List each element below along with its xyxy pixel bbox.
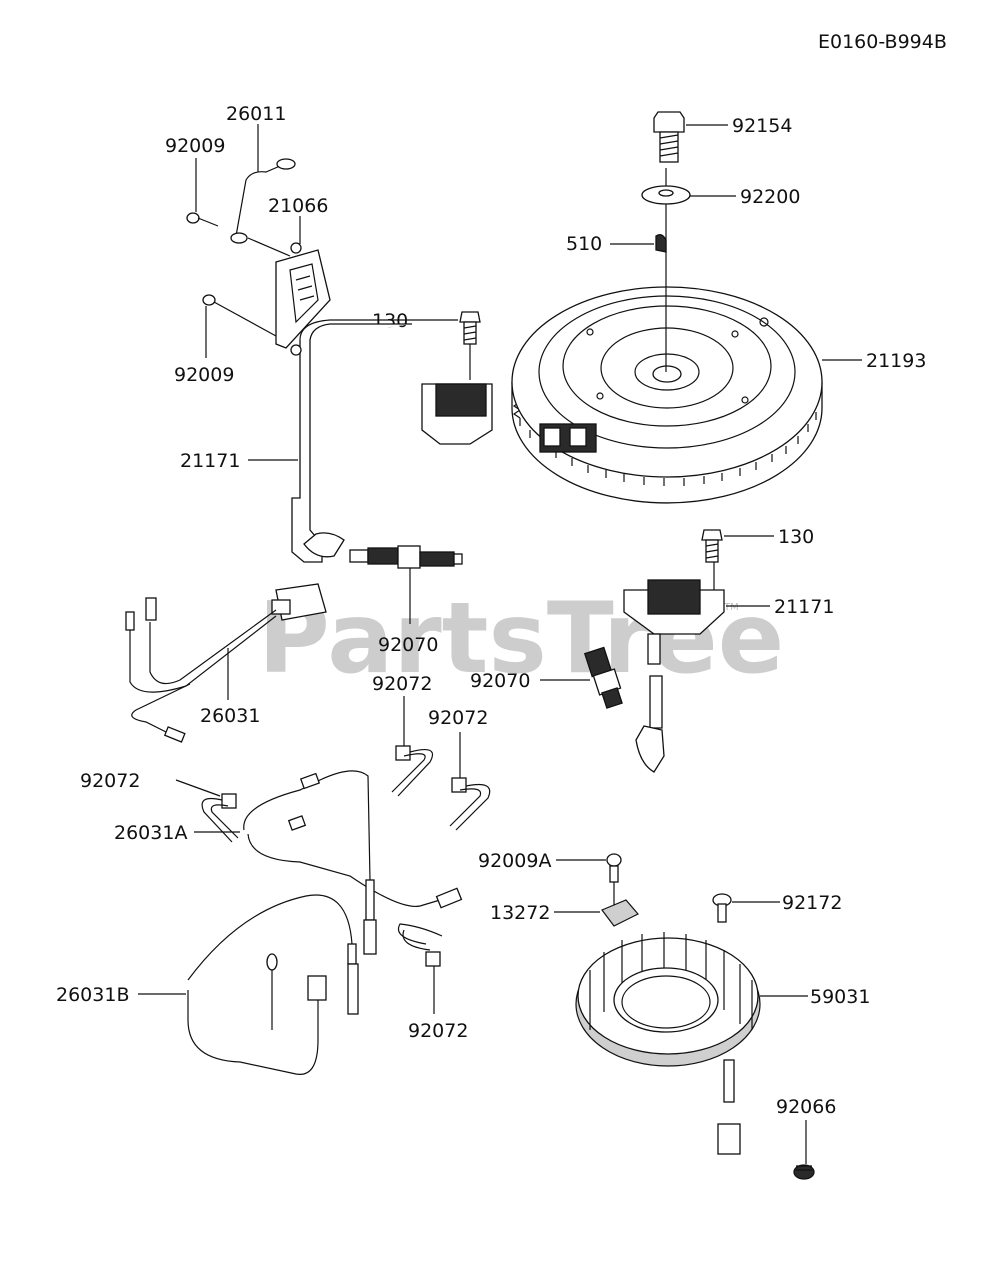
screw-92009A-part[interactable] xyxy=(606,853,622,883)
label-92070-right[interactable]: 92070 xyxy=(470,670,530,692)
label-92072-a[interactable]: 92072 xyxy=(80,770,140,792)
screw-92009-top-part[interactable] xyxy=(186,212,219,227)
clamp-92072-c-part[interactable] xyxy=(449,777,491,831)
harness-26031B-part[interactable] xyxy=(187,894,359,1075)
bolt-92154-part[interactable] xyxy=(653,111,685,163)
label-92070-left[interactable]: 92070 xyxy=(378,634,438,656)
harness-26031A-part[interactable] xyxy=(243,770,463,955)
label-26031B[interactable]: 26031B xyxy=(56,984,129,1006)
label-26011[interactable]: 26011 xyxy=(226,103,286,125)
ground-lead-26011-part[interactable] xyxy=(230,158,296,244)
label-92154[interactable]: 92154 xyxy=(732,115,792,137)
diagram-code: E0160-B994B xyxy=(818,31,947,53)
label-59031[interactable]: 59031 xyxy=(810,986,870,1008)
harness-26031-part[interactable] xyxy=(125,583,327,743)
ignition-coil-right-part[interactable] xyxy=(623,579,725,773)
label-21171-left[interactable]: 21171 xyxy=(180,450,240,472)
clamp-92072-d-part[interactable] xyxy=(398,923,443,967)
flywheel-part[interactable] xyxy=(511,286,823,504)
label-92072-b[interactable]: 92072 xyxy=(372,673,432,695)
watermark-trademark: TM xyxy=(723,602,739,613)
label-92072-d[interactable]: 92072 xyxy=(408,1020,468,1042)
stator-59031-part[interactable] xyxy=(575,932,761,1155)
label-92172[interactable]: 92172 xyxy=(782,892,842,914)
spark-plug-left-part[interactable] xyxy=(349,545,463,569)
regulator-21066-part[interactable] xyxy=(275,242,331,356)
label-92072-c[interactable]: 92072 xyxy=(428,707,488,729)
screw-92172-part[interactable] xyxy=(712,893,732,923)
label-92009-bottom[interactable]: 92009 xyxy=(174,364,234,386)
ignition-coil-left-part[interactable] xyxy=(291,319,493,563)
label-92200[interactable]: 92200 xyxy=(740,186,800,208)
plate-13272-part[interactable] xyxy=(601,899,639,927)
plug-92066-part[interactable] xyxy=(793,1164,815,1180)
label-130-right[interactable]: 130 xyxy=(778,526,814,548)
spark-plug-right-part[interactable] xyxy=(583,646,623,709)
label-92009A[interactable]: 92009A xyxy=(478,850,551,872)
washer-92200-part[interactable] xyxy=(641,185,691,205)
label-26031[interactable]: 26031 xyxy=(200,705,260,727)
bolt-130-right-part[interactable] xyxy=(701,529,723,563)
screw-92009-bottom-part[interactable] xyxy=(202,294,277,337)
label-13272[interactable]: 13272 xyxy=(490,902,550,924)
clamp-92072-b-part[interactable] xyxy=(391,745,434,797)
key-510-part[interactable] xyxy=(655,234,667,253)
label-92009-top[interactable]: 92009 xyxy=(165,135,225,157)
clamp-92072-a-part[interactable] xyxy=(201,793,239,843)
label-21066[interactable]: 21066 xyxy=(268,195,328,217)
label-26031A[interactable]: 26031A xyxy=(114,822,187,844)
bolt-130-top-part[interactable] xyxy=(459,311,481,345)
label-510[interactable]: 510 xyxy=(566,233,602,255)
label-21171-right[interactable]: 21171 xyxy=(774,596,834,618)
label-21193[interactable]: 21193 xyxy=(866,350,926,372)
label-92066[interactable]: 92066 xyxy=(776,1096,836,1118)
